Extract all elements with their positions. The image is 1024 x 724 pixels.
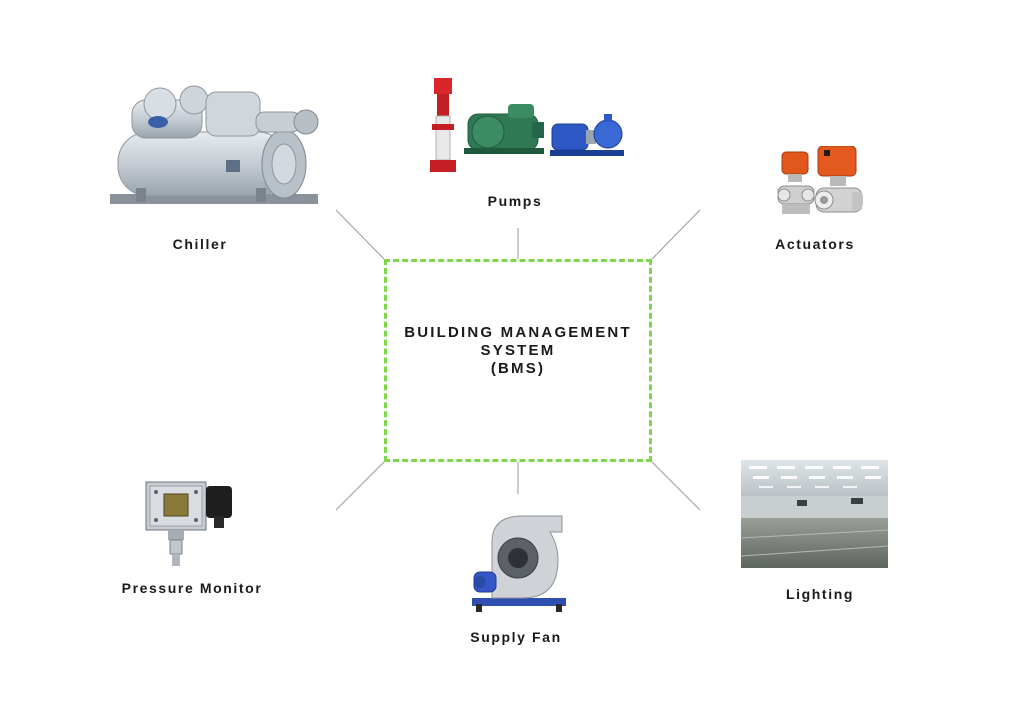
chiller-label: Chiller bbox=[172, 236, 228, 252]
supply-fan-label: Supply Fan bbox=[470, 629, 562, 645]
bms-center-box: BUILDING MANAGEMENT SYSTEM (BMS) bbox=[384, 259, 652, 462]
connector-pressure-monitor bbox=[335, 461, 385, 511]
actuators-icon bbox=[776, 146, 864, 222]
supply-fan-icon bbox=[470, 512, 570, 614]
pumps-label: Pumps bbox=[487, 193, 543, 209]
chiller-icon bbox=[106, 82, 322, 210]
actuators-label: Actuators bbox=[775, 236, 855, 252]
lighting-icon bbox=[741, 460, 888, 568]
bms-title-line-1: BUILDING MANAGEMENT bbox=[404, 323, 632, 341]
pumps-icon bbox=[428, 78, 628, 178]
bms-title: BUILDING MANAGEMENT SYSTEM (BMS) bbox=[404, 324, 632, 378]
pressure-monitor-label: Pressure Monitor bbox=[121, 580, 263, 596]
bms-title-line-2: SYSTEM bbox=[480, 341, 556, 359]
connector-lighting bbox=[651, 461, 701, 511]
bms-title-line-3: (BMS) bbox=[490, 359, 546, 377]
pressure-monitor-icon bbox=[144, 476, 240, 572]
lighting-label: Lighting bbox=[785, 586, 855, 602]
connector-actuators bbox=[651, 209, 701, 260]
connector-chiller bbox=[335, 209, 385, 260]
